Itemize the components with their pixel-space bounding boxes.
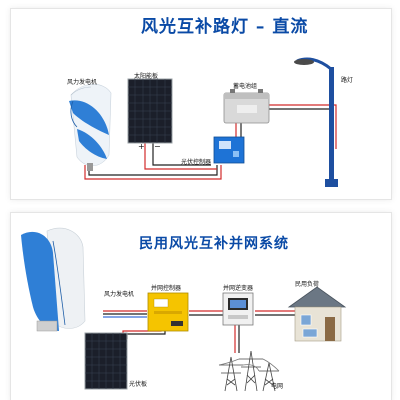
power-grid-towers-bottom — [218, 350, 280, 392]
label-street-lamp-top: 路灯 — [341, 77, 354, 84]
bottom-panel: 民用风光互补并网系统 — [10, 212, 392, 400]
label-wind-turbine-top: 风力发电机 — [67, 79, 98, 86]
label-wind-turbine-bottom: 风力发电机 — [104, 291, 135, 298]
street-lamp-top — [294, 57, 338, 187]
wire-solar-red — [144, 143, 217, 170]
polarity-minus: − — [154, 142, 161, 151]
pv-modules-bottom — [84, 332, 128, 390]
wire-lamp-black — [269, 108, 333, 149]
label-grid-inverter-bottom: 并网逆变器 — [223, 285, 254, 292]
top-panel: 风光互补路灯 – 直流 — [10, 8, 392, 200]
battery-top — [223, 89, 270, 124]
wire-wind-black — [88, 165, 218, 176]
wire-lamp-red — [269, 104, 337, 149]
bottom-wiring — [103, 310, 297, 353]
grid-inverter-bottom — [222, 292, 254, 326]
top-panel-title: 风光互补路灯 – 直流 — [141, 17, 309, 37]
house-bottom — [287, 286, 347, 342]
solar-panel-top — [127, 78, 173, 144]
tower-2 — [239, 350, 263, 392]
polarity-plus: + — [138, 142, 145, 151]
tower-1 — [219, 356, 243, 392]
tower-3 — [259, 362, 279, 392]
wire-wind-red — [84, 165, 222, 180]
top-diagram — [69, 57, 338, 187]
controller-top — [213, 136, 245, 164]
bottom-panel-title: 民用风光互补并网系统 — [139, 236, 289, 252]
label-solar-panel-top: 太阳能板 — [134, 73, 159, 80]
label-home-load-bottom: 民用负荷 — [295, 281, 320, 288]
wind-turbine-bottom — [21, 227, 86, 332]
label-grid-controller-bottom: 并网控制器 — [151, 285, 182, 292]
label-pv-modules-bottom: 光伏板 — [129, 381, 148, 388]
label-power-grid-bottom: 电网 — [271, 383, 284, 390]
top-wiring — [84, 104, 337, 180]
label-battery-top: 蓄电池组 — [233, 83, 258, 90]
grid-controller-bottom — [147, 292, 189, 332]
label-controller-top: 光伏控制器 — [181, 159, 212, 166]
wind-turbine-top — [69, 83, 112, 171]
wire-solar-black — [152, 143, 211, 166]
bottom-diagram — [21, 227, 347, 392]
